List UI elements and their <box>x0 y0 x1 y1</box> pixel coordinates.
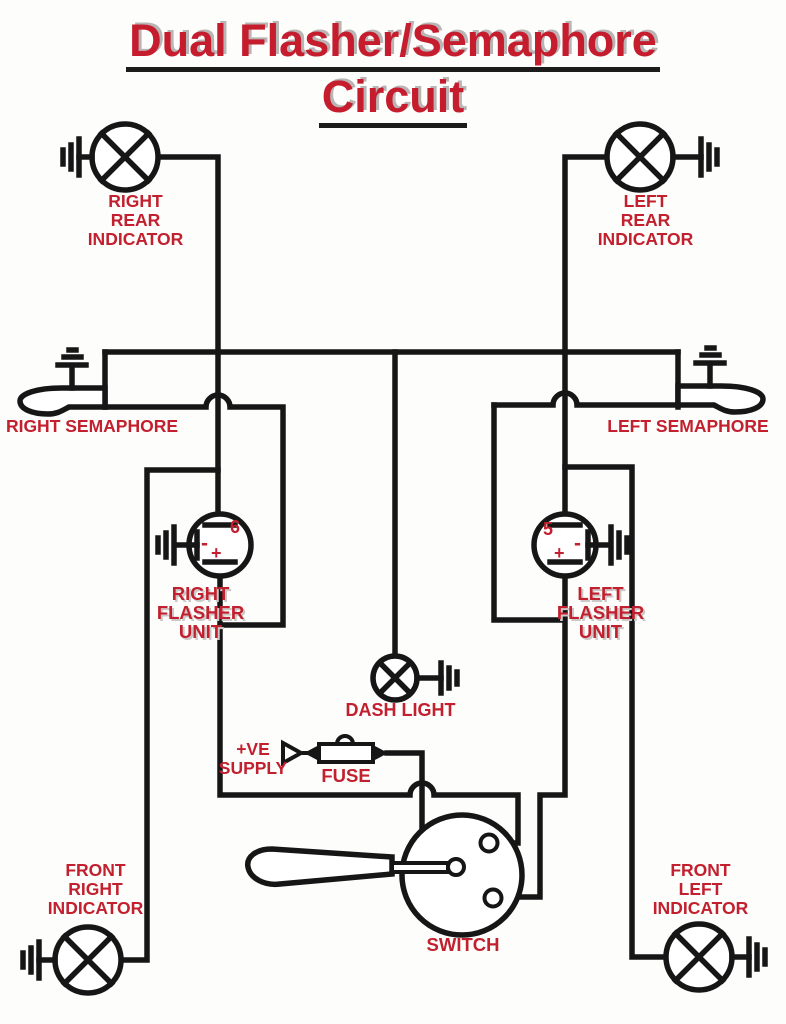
left-flasher-terminal-minus: - <box>574 532 581 555</box>
left-semaphore-icon <box>675 345 766 415</box>
left-flasher-unit-label: LEFT FLASHER UNIT <box>556 583 645 642</box>
front-right-lamp-icon <box>36 924 124 996</box>
right-flasher-terminal-plus: + <box>211 543 222 563</box>
dash-light-ground-icon <box>438 660 460 696</box>
front-right-indicator-label: FRONT RIGHT INDICATOR <box>47 860 144 918</box>
right-rear-indicator-label: RIGHT REAR INDICATOR <box>87 191 184 249</box>
fuse-icon <box>302 734 389 764</box>
right-flasher-unit-icon <box>155 511 254 579</box>
switch-label: SWITCH <box>426 934 500 955</box>
left-flasher-terminal-plus: + <box>554 543 565 563</box>
front-left-ground-icon <box>746 936 768 978</box>
dash-light-lamp-icon <box>370 653 444 703</box>
left-semaphore-label: LEFT SEMAPHORE <box>607 416 769 436</box>
right-semaphore-icon <box>17 347 108 417</box>
dash-light-label: DASH LIGHT <box>345 700 456 720</box>
left-rear-ground-icon <box>698 136 720 178</box>
wiring <box>102 154 681 963</box>
right-flasher-terminal-6: 6 <box>230 517 241 537</box>
page-title-line1: Dual Flasher/Semaphore <box>126 16 660 72</box>
right-rear-ground-icon <box>60 136 82 178</box>
front-left-lamp-icon <box>663 921 752 993</box>
right-rear-lamp-icon <box>76 121 161 193</box>
left-rear-indicator-label: LEFT REAR INDICATOR <box>597 191 694 249</box>
left-flasher-terminal-5: 5 <box>543 519 554 539</box>
front-left-indicator-label: FRONT LEFT INDICATOR <box>652 860 749 918</box>
right-flasher-unit-label: RIGHT FLASHER UNIT <box>156 583 245 642</box>
supply-label: +VE SUPPLY <box>218 739 288 778</box>
left-rear-lamp-icon <box>604 121 704 193</box>
front-right-ground-icon <box>20 939 42 981</box>
right-semaphore-label: RIGHT SEMAPHORE <box>5 416 179 436</box>
fuse-label: FUSE <box>321 765 371 786</box>
page-title-line2: Circuit <box>318 72 468 128</box>
page-title: Dual Flasher/Semaphore Circuit <box>0 16 786 128</box>
right-flasher-terminal-minus: - <box>201 532 208 555</box>
switch-icon <box>245 812 525 938</box>
supply-arrow-icon <box>281 739 306 767</box>
left-flasher-unit-icon <box>531 511 630 579</box>
